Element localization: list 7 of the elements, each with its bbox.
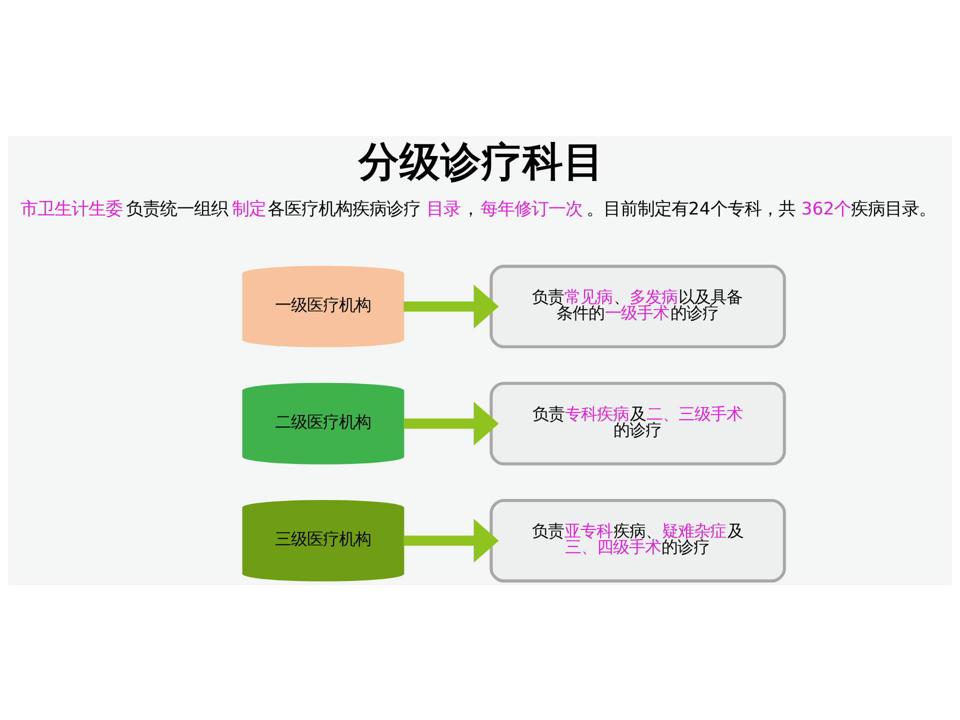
- arrow: [404, 518, 499, 562]
- node-box: 负责亚专科疾病、疑难杂症及三、四级手术的诊疗: [490, 498, 786, 582]
- diagram-title: 分级诊疗科目: [358, 137, 604, 186]
- arrow: [404, 284, 499, 328]
- node-box: 负责专科疾病及二、三级手术的诊疗: [490, 381, 786, 465]
- node-box: 负责常见病、多发病以及具备条件的一级手术的诊疗: [490, 264, 786, 348]
- arrow: [404, 401, 499, 446]
